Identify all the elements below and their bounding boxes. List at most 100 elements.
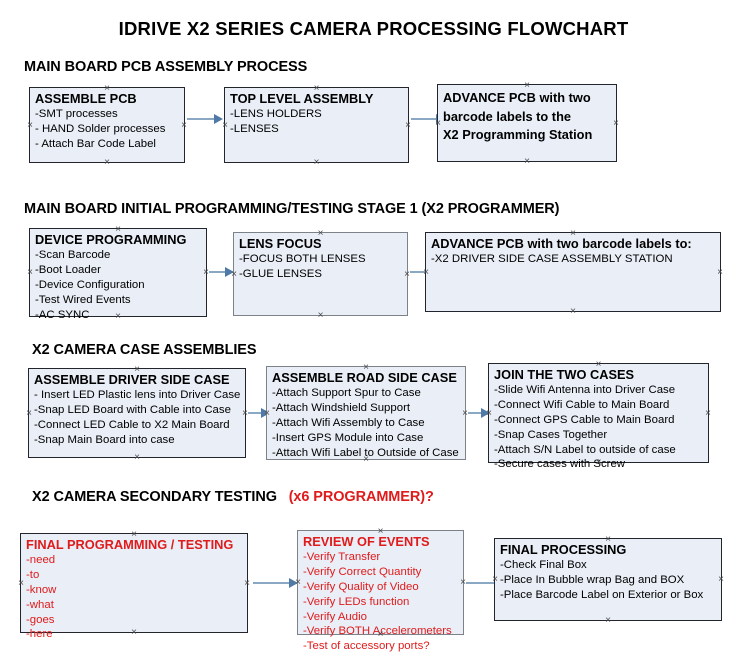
node-body: -FOCUS BOTH LENSES -GLUE LENSES <box>239 252 402 282</box>
node-device-programming[interactable]: DEVICE PROGRAMMING -Scan Barcode -Boot L… <box>26 225 207 321</box>
node-review-of-events[interactable]: REVIEW OF EVENTS -Verify Transfer -Verif… <box>294 527 464 652</box>
node-assemble-driver-side-case[interactable]: ASSEMBLE DRIVER SIDE CASE - Insert LED P… <box>28 368 246 458</box>
resize-handle-right[interactable] <box>717 575 726 584</box>
node-line: -Connect LED Cable to X2 Main Board <box>34 418 230 431</box>
node-line: -Device Configuration <box>35 278 145 291</box>
resize-handle-right[interactable] <box>243 579 252 588</box>
node-title: FINAL PROCESSING <box>500 542 627 557</box>
node-assemble-pcb[interactable]: ASSEMBLE PCB -SMT processes - HAND Solde… <box>29 87 185 163</box>
node-line: -here <box>26 628 53 641</box>
node-line: -Verify Quality of Video <box>303 580 419 593</box>
node-join-the-two-cases[interactable]: JOIN THE TWO CASES -Slide Wifi Antenna i… <box>485 360 709 470</box>
resize-handle-left[interactable] <box>230 270 239 279</box>
resize-handle-right[interactable] <box>404 121 413 130</box>
resize-handle-top[interactable] <box>604 535 613 544</box>
node-line: barcode labels to the <box>443 108 572 124</box>
resize-handle-bottom[interactable] <box>130 628 139 637</box>
node-body: -X2 DRIVER SIDE CASE ASSEMBLY STATION <box>431 252 715 267</box>
resize-handle-right[interactable] <box>716 268 725 277</box>
resize-handle-top[interactable] <box>130 530 139 539</box>
resize-handle-top[interactable] <box>103 84 112 93</box>
resize-handle-bottom[interactable] <box>376 630 385 639</box>
node-advance-pcb-to-driver-side-case-assembly[interactable]: ADVANCE PCB with two barcode labels to: … <box>425 232 721 312</box>
section-heading-text: X2 CAMERA CASE ASSEMBLIES <box>32 342 257 358</box>
resize-handle-top[interactable] <box>114 225 123 234</box>
resize-handle-left[interactable] <box>434 119 443 128</box>
node-line: X2 Programming Station <box>443 127 593 143</box>
resize-handle-bottom[interactable] <box>523 157 532 166</box>
node-line: -Verify Transfer <box>303 551 381 564</box>
resize-handle-right[interactable] <box>704 409 713 418</box>
resize-handle-right[interactable] <box>459 578 468 587</box>
node-top-level-assembly[interactable]: TOP LEVEL ASSEMBLY -LENS HOLDERS -LENSES <box>224 87 409 163</box>
resize-handle-top[interactable] <box>133 365 142 374</box>
node-line: -Snap Cases Together <box>494 428 608 441</box>
resize-handle-left[interactable] <box>26 121 35 130</box>
resize-handle-top[interactable] <box>312 84 321 93</box>
node-title: DEVICE PROGRAMMING <box>35 232 187 247</box>
section-heading-main-board-initial-programming: MAIN BOARD INITIAL PROGRAMMING/TESTING S… <box>24 201 560 217</box>
node-body: -Slide Wifi Antenna into Driver Case -Co… <box>494 383 703 472</box>
resize-handle-top[interactable] <box>523 81 532 90</box>
node-line: -Boot Loader <box>35 264 101 277</box>
resize-handle-right[interactable] <box>612 119 621 128</box>
resize-handle-top[interactable] <box>569 229 578 238</box>
node-title: TOP LEVEL ASSEMBLY <box>230 91 374 106</box>
node-lens-focus[interactable]: LENS FOCUS -FOCUS BOTH LENSES -GLUE LENS… <box>233 232 408 316</box>
node-line-overflow: -Test of accessory ports? <box>303 640 430 653</box>
resize-handle-right[interactable] <box>180 121 189 130</box>
resize-handle-top[interactable] <box>316 229 325 238</box>
node-line: -Verify Audio <box>303 610 367 623</box>
node-line: -Place Barcode Label on Exterior or Box <box>500 588 704 601</box>
resize-handle-left[interactable] <box>294 578 303 587</box>
node-line: -AC SYNC <box>35 308 90 321</box>
resize-handle-left[interactable] <box>485 409 494 418</box>
node-body: -LENS HOLDERS -LENSES <box>230 107 403 137</box>
node-line: -Scan Barcode <box>35 249 111 262</box>
resize-handle-left[interactable] <box>25 409 34 418</box>
resize-handle-bottom[interactable] <box>312 158 321 167</box>
resize-handle-bottom[interactable] <box>362 455 371 464</box>
resize-handle-top[interactable] <box>376 527 385 536</box>
resize-handle-bottom[interactable] <box>114 312 123 321</box>
node-line: -Verify Correct Quantity <box>303 566 422 579</box>
node-advance-pcb-to-x2-programming-station[interactable]: ADVANCE PCB with two barcode labels to t… <box>437 84 617 162</box>
resize-handle-left[interactable] <box>17 579 26 588</box>
node-line: -to <box>26 569 40 582</box>
resize-handle-right[interactable] <box>202 268 211 277</box>
arrow-assemble-pcb-to-top-level-assembly <box>187 114 223 124</box>
node-title: ASSEMBLE DRIVER SIDE CASE <box>34 372 230 387</box>
node-line: -Slide Wifi Antenna into Driver Case <box>494 384 676 397</box>
node-line: -know <box>26 583 57 596</box>
node-line: -SMT processes <box>35 108 118 121</box>
resize-handle-bottom[interactable] <box>604 616 613 625</box>
node-assemble-road-side-case[interactable]: ASSEMBLE ROAD SIDE CASE -Attach Support … <box>266 366 466 460</box>
resize-handle-right[interactable] <box>403 270 412 279</box>
resize-handle-left[interactable] <box>221 121 230 130</box>
resize-handle-left[interactable] <box>263 409 272 418</box>
node-line: -Attach Windshield Support <box>272 402 411 415</box>
resize-handle-bottom[interactable] <box>569 307 578 316</box>
node-line: -Verify LEDs function <box>303 595 410 608</box>
node-final-processing[interactable]: FINAL PROCESSING -Check Final Box -Place… <box>494 538 722 621</box>
node-title: ASSEMBLE ROAD SIDE CASE <box>272 370 457 385</box>
node-final-programming-testing[interactable]: FINAL PROGRAMMING / TESTING -need -to -k… <box>17 530 248 640</box>
resize-handle-top[interactable] <box>362 363 371 372</box>
resize-handle-bottom[interactable] <box>103 158 112 167</box>
resize-handle-bottom[interactable] <box>594 458 603 467</box>
node-line: -Attach Support Spur to Case <box>272 387 421 400</box>
resize-handle-left[interactable] <box>422 268 431 277</box>
resize-handle-left[interactable] <box>26 268 35 277</box>
resize-handle-right[interactable] <box>461 409 470 418</box>
node-line: -Place In Bubble wrap Bag and BOX <box>500 574 685 587</box>
resize-handle-left[interactable] <box>491 575 500 584</box>
arrow-shaft <box>248 412 262 414</box>
node-line: -Check Final Box <box>500 559 587 572</box>
resize-handle-top[interactable] <box>594 360 603 369</box>
node-line: -Secure cases with Screw <box>494 458 626 471</box>
node-title: JOIN THE TWO CASES <box>494 367 635 382</box>
resize-handle-bottom[interactable] <box>316 311 325 320</box>
resize-handle-bottom[interactable] <box>133 453 142 462</box>
resize-handle-right[interactable] <box>241 409 250 418</box>
node-line: -X2 DRIVER SIDE CASE ASSEMBLY STATION <box>431 253 673 266</box>
